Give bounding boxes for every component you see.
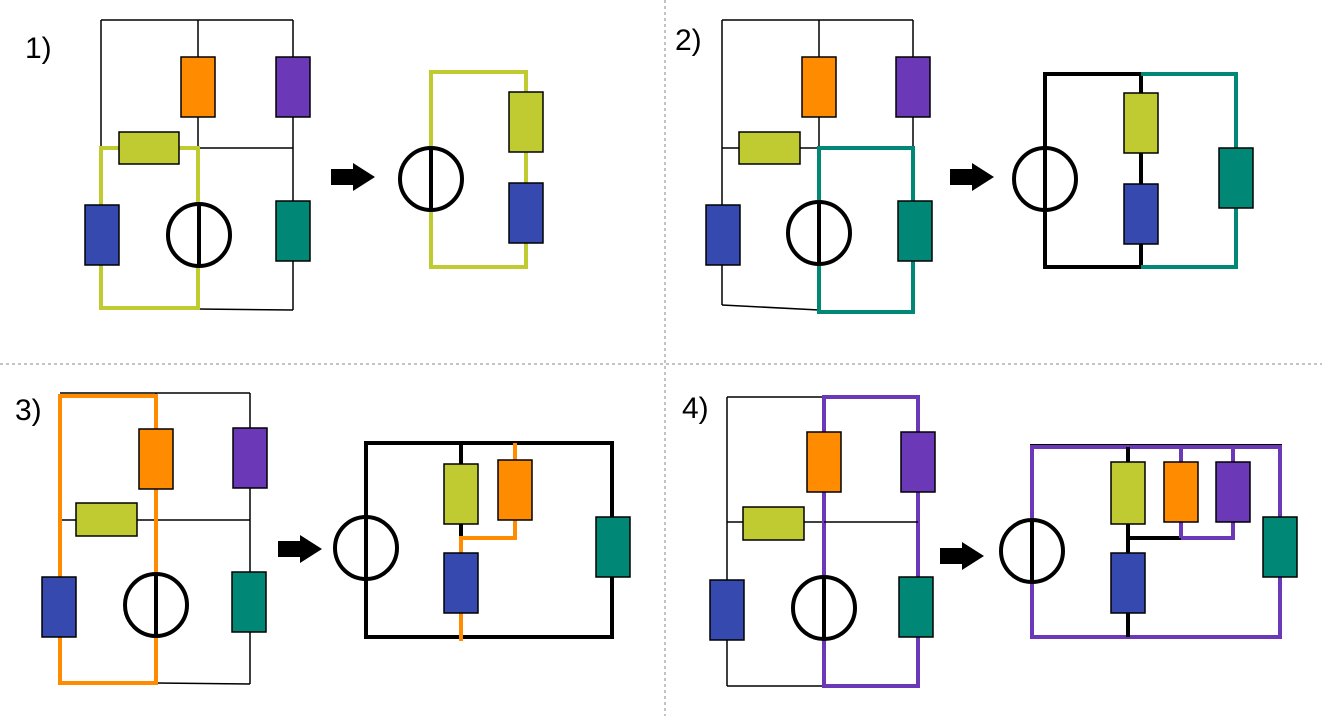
resistor-icon-lime	[75, 502, 138, 537]
resistor-icon-blue	[1110, 552, 1146, 614]
resistor-icon-lime	[443, 463, 479, 525]
resistor-icon-lime	[738, 131, 801, 165]
voltage-source-icon	[398, 146, 464, 212]
resistor-icon-teal	[595, 516, 631, 578]
resistor-icon-orange	[180, 56, 216, 118]
resistor-icon-purple	[1215, 461, 1251, 523]
voltage-source-icon	[123, 572, 189, 638]
right-arrow-icon	[331, 163, 375, 191]
resistor-icon-blue	[41, 576, 77, 638]
panel-3-label: 3)	[15, 394, 42, 427]
resistor-icon-purple	[275, 56, 311, 118]
right-arrow-icon	[940, 542, 984, 570]
resistor-icon-purple	[895, 56, 931, 118]
panel-3: 3)	[15, 392, 631, 685]
resistor-icon-teal	[898, 576, 934, 638]
voltage-source-icon	[999, 518, 1065, 584]
panel-1-label: 1)	[25, 32, 52, 65]
panel-4: 4)	[682, 392, 1298, 688]
panel-2-label: 2)	[675, 24, 702, 57]
resistor-icon-teal	[231, 571, 267, 633]
resistor-icon-lime	[118, 131, 180, 165]
voltage-source-icon	[786, 200, 852, 266]
resistor-icon-teal	[1262, 516, 1298, 578]
resistor-icon-blue	[84, 204, 120, 266]
resistor-icon-orange	[806, 431, 842, 493]
voltage-source-icon	[166, 202, 232, 268]
resistor-icon-blue	[705, 204, 741, 266]
panel-3-simplified	[333, 441, 631, 641]
panel-4-simplified	[999, 444, 1298, 639]
panel-1-simplified	[398, 70, 544, 269]
resistor-icon-teal	[275, 200, 311, 262]
right-arrow-icon	[278, 535, 322, 563]
resistor-icon-orange	[801, 56, 837, 118]
panel-1: 1)	[25, 19, 544, 311]
resistor-icon-orange	[497, 459, 533, 521]
right-arrow-icon	[950, 163, 994, 191]
resistor-icon-lime	[508, 91, 544, 153]
resistor-icon-blue	[508, 182, 544, 244]
voltage-source-icon	[333, 515, 399, 581]
panel-2: 2)	[675, 19, 1254, 314]
voltage-source-icon	[1012, 146, 1078, 212]
panel-4-label: 4)	[682, 392, 709, 425]
voltage-source-icon	[791, 575, 857, 641]
resistor-icon-blue	[443, 552, 479, 614]
resistor-icon-purple	[232, 427, 268, 489]
resistor-icon-purple	[900, 431, 936, 493]
resistor-icon-orange	[1163, 461, 1199, 523]
resistor-icon-orange	[138, 428, 174, 490]
resistor-icon-lime	[1110, 461, 1146, 525]
panel-2-simplified	[1012, 72, 1254, 269]
resistor-icon-lime	[1123, 92, 1159, 154]
resistor-icon-blue	[1123, 183, 1159, 245]
resistor-icon-lime	[742, 506, 805, 541]
resistor-icon-blue	[709, 579, 745, 641]
resistor-icon-teal	[1218, 147, 1254, 209]
resistor-icon-teal	[897, 200, 933, 262]
